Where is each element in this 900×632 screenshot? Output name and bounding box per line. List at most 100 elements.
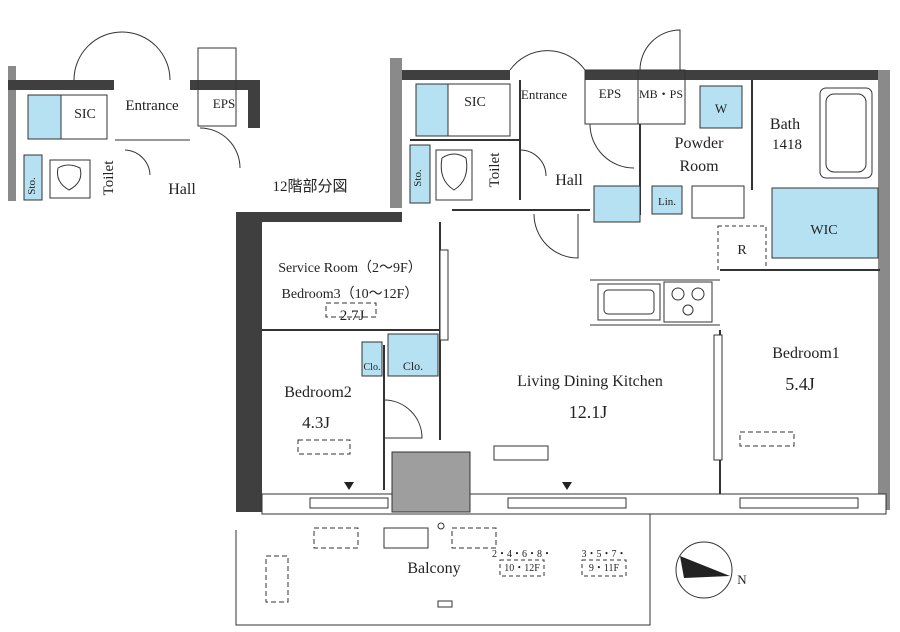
powder-room-label: Room xyxy=(679,158,719,175)
sic-box xyxy=(447,83,511,137)
drain-marker xyxy=(437,522,445,530)
powder-sink xyxy=(691,185,745,219)
inset-caption: 12階部分図 xyxy=(272,178,347,195)
bath-size-label: 1418 xyxy=(772,137,802,153)
floor-variant-notes: 2・4・6・8・ 10・12F 3・5・7・ 9・11F xyxy=(492,549,627,577)
bedroom2-label: Bedroom2 xyxy=(284,384,352,401)
inset-eps-door-arc xyxy=(199,127,241,169)
wall-right xyxy=(878,70,890,510)
toilet-door-arc xyxy=(519,149,547,177)
wall-left xyxy=(236,212,262,512)
ac-ldk xyxy=(493,445,549,461)
inset-sic-storage xyxy=(27,94,62,140)
entrance-door-arc xyxy=(509,50,586,71)
storage-areas xyxy=(361,83,879,377)
burner-2 xyxy=(691,287,705,301)
even-floors-unit xyxy=(499,559,545,577)
room-labels: SIC Entrance EPS MB・PS W Bath 1418 Powde… xyxy=(278,86,840,577)
service-size-label: 2.7J xyxy=(340,308,365,324)
balcony-label: Balcony xyxy=(407,560,460,577)
eps-label: EPS xyxy=(599,86,621,101)
inset-entrance-label: Entrance xyxy=(125,98,179,114)
bathtub xyxy=(819,87,873,179)
washer-label: W xyxy=(715,101,728,116)
washer-storage xyxy=(699,85,743,129)
mbps-label: MB・PS xyxy=(639,87,683,101)
balcony-drain xyxy=(437,600,453,608)
inset-eps-label: EPS xyxy=(213,96,235,111)
fixtures xyxy=(435,87,873,326)
inset-eps-box xyxy=(197,47,237,127)
bedroom3-label: Bedroom3（10～12F） xyxy=(282,286,419,302)
bedroom1-size-label: 5.4J xyxy=(785,374,815,394)
doors xyxy=(235,29,681,626)
bedroom2-size-label: 4.3J xyxy=(302,413,330,432)
ldk-size-label: 12.1J xyxy=(569,402,608,422)
bathtub-inner xyxy=(825,93,867,173)
refrigerator-label: R xyxy=(737,243,747,258)
sic-label: SIC xyxy=(464,95,486,110)
partitions xyxy=(262,80,880,494)
inset-entrance-door-arc xyxy=(73,31,171,81)
lin-label: Lin. xyxy=(658,196,676,208)
bedroom2-door-arc xyxy=(383,399,423,439)
inset-sic-label: SIC xyxy=(74,107,96,122)
burner-3 xyxy=(682,304,694,316)
hall-label: Hall xyxy=(555,172,583,189)
wall-upper-left xyxy=(390,58,402,208)
wic-label: WIC xyxy=(810,223,837,238)
hall-door-arc xyxy=(533,213,579,259)
stove xyxy=(663,281,713,323)
inset-plan: SIC Entrance EPS Sto. Toilet Hall 12階部分図 xyxy=(8,31,348,201)
inset-wall-top xyxy=(8,80,114,90)
wic-storage xyxy=(771,187,879,259)
refrigerator-space xyxy=(717,225,767,271)
even-floors-line1: 2・4・6・8・ xyxy=(492,549,552,560)
entrance-label: Entrance xyxy=(521,87,567,102)
clo-large-label: Clo. xyxy=(403,359,423,373)
windows xyxy=(309,249,859,509)
hall-storage xyxy=(593,185,641,223)
compass: N xyxy=(675,541,747,599)
sto-label: Sto. xyxy=(412,169,424,187)
window-bedroom1-side xyxy=(713,334,723,461)
ldk-label: Living Dining Kitchen xyxy=(517,373,663,390)
inset-toilet-fixture xyxy=(49,159,91,199)
eps-door-arc xyxy=(639,29,681,71)
ac-marks xyxy=(265,302,795,603)
powder-label: Powder xyxy=(675,135,725,152)
window-bedroom2 xyxy=(309,497,389,509)
inset-sic-box xyxy=(60,94,108,140)
toilet-fixture xyxy=(435,149,473,201)
even-floors-line2: 10・12F xyxy=(504,563,540,574)
powder-door-arc xyxy=(589,123,635,169)
compass-ring xyxy=(675,541,733,599)
ac-service xyxy=(325,302,377,318)
clo-small-label: Clo. xyxy=(364,362,381,373)
wall-top-2 xyxy=(585,70,885,80)
wall-top-left xyxy=(236,212,402,222)
inset-sto-storage xyxy=(23,154,43,201)
outdoor-unit-1 xyxy=(313,527,359,549)
outdoor-unit-2 xyxy=(383,527,429,549)
clo-large-storage xyxy=(387,333,439,377)
window-ldk xyxy=(507,497,627,509)
eps-mbps-block xyxy=(584,69,686,125)
inset-wall-right xyxy=(248,80,260,128)
window-marker-bedroom2 xyxy=(344,482,354,490)
bedroom1-label: Bedroom1 xyxy=(772,345,840,362)
balcony-outline xyxy=(235,514,651,626)
bath-label: Bath xyxy=(770,116,800,133)
odd-floors-line1: 3・5・7・ xyxy=(582,549,627,560)
inset-sto-label: Sto. xyxy=(26,177,38,195)
kitchen-sink xyxy=(597,283,661,321)
outdoor-unit-3 xyxy=(451,527,497,549)
service-room-label: Service Room（2～9F） xyxy=(278,260,422,276)
burner-1 xyxy=(671,287,685,301)
compass-needle-icon xyxy=(680,556,730,578)
odd-floors-unit xyxy=(581,559,627,577)
inset-toilet-label: Toilet xyxy=(101,160,117,196)
inset-toilet-door-arc xyxy=(124,149,151,176)
window-marker-ldk xyxy=(562,482,572,490)
